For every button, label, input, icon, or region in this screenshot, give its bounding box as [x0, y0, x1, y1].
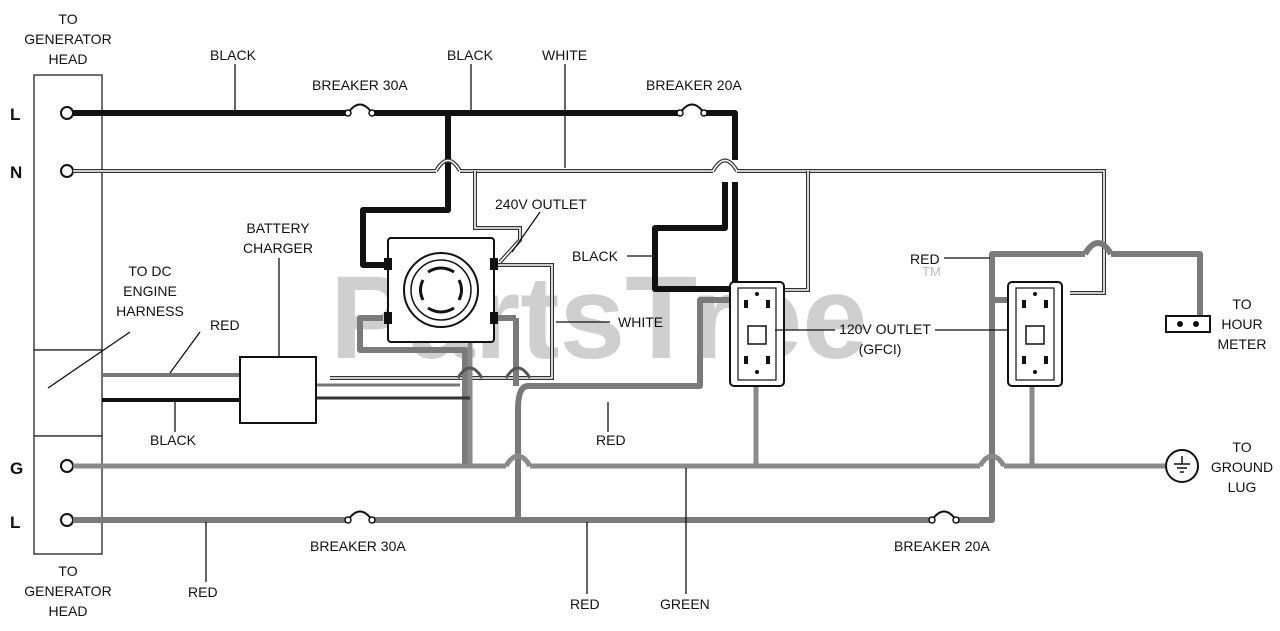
svg-text:GENERATOR: GENERATOR — [24, 583, 111, 599]
svg-text:HEAD: HEAD — [49, 603, 88, 619]
terminal-l-bottom-label: L — [10, 513, 20, 532]
label-wire-red-bottom-left: RED — [188, 584, 218, 600]
label-to-generator-head-bottom: TO GENERATOR HEAD — [24, 563, 111, 619]
dc-harness-wiring — [102, 373, 470, 402]
leader-lines — [169, 64, 1008, 594]
label-wire-red-mid: RED — [596, 432, 626, 448]
gfci-outlet-left-icon — [729, 281, 785, 387]
svg-text:(GFCI): (GFCI) — [859, 341, 902, 357]
generator-head-block-top — [33, 74, 103, 351]
generator-head-block-bottom — [33, 435, 103, 555]
label-to-dc-engine-harness: TO DC ENGINE HARNESS — [116, 263, 184, 319]
breaker-30a-top-icon — [344, 103, 376, 117]
watermark-tm: TM — [922, 264, 941, 279]
label-breaker-20a-bottom: BREAKER 20A — [894, 538, 990, 554]
label-breaker-30a-bottom: BREAKER 30A — [310, 538, 406, 554]
label-to-ground-lug: TO GROUND LUG — [1211, 439, 1273, 495]
svg-text:HARNESS: HARNESS — [116, 303, 184, 319]
svg-text:TO: TO — [58, 11, 77, 27]
terminal-l-top-icon — [60, 106, 74, 120]
svg-text:CHARGER: CHARGER — [243, 240, 313, 256]
breaker-30a-bottom-icon — [344, 510, 376, 524]
terminal-g-label: G — [10, 459, 23, 478]
svg-text:HOUR: HOUR — [1221, 316, 1262, 332]
terminal-g-icon — [60, 459, 74, 473]
svg-text:ENGINE: ENGINE — [123, 283, 177, 299]
svg-text:METER: METER — [1218, 336, 1267, 352]
svg-text:TO: TO — [58, 563, 77, 579]
label-wire-red-right: RED — [910, 251, 940, 267]
hour-meter-connector-icon — [1165, 315, 1211, 333]
label-breaker-20a-top: BREAKER 20A — [646, 77, 742, 93]
svg-text:120V OUTLET: 120V OUTLET — [839, 321, 931, 337]
label-to-generator-head-top: TO GENERATOR HEAD — [24, 11, 111, 67]
label-wire-black-mid: BLACK — [572, 248, 619, 264]
ground-lug-icon — [1165, 449, 1199, 483]
ground-green-wiring — [73, 338, 1165, 469]
label-breaker-30a-top: BREAKER 30A — [312, 77, 408, 93]
svg-text:BATTERY: BATTERY — [246, 220, 310, 236]
svg-text:TO DC: TO DC — [128, 263, 171, 279]
label-wire-black-top-left: BLACK — [210, 47, 257, 63]
label-wire-red-bottom-mid: RED — [570, 596, 600, 612]
svg-text:TO: TO — [1232, 439, 1251, 455]
l1-black-wiring — [73, 110, 738, 303]
svg-text:GENERATOR: GENERATOR — [24, 31, 111, 47]
label-wire-white-mid: WHITE — [618, 314, 663, 330]
svg-text:LUG: LUG — [1228, 479, 1257, 495]
label-wire-green-bottom: GREEN — [660, 596, 710, 612]
breaker-20a-top-icon — [676, 103, 708, 117]
svg-text:HEAD: HEAD — [49, 51, 88, 67]
battery-charger-box — [239, 258, 317, 424]
terminal-l-bottom-icon — [60, 513, 74, 527]
svg-text:TO: TO — [1232, 296, 1251, 312]
dc-harness-block — [33, 331, 131, 437]
neutral-white-wiring — [73, 158, 1106, 380]
label-to-hour-meter: TO HOUR METER — [1218, 296, 1267, 352]
breaker-20a-bottom-icon — [928, 510, 960, 524]
gfci-outlet-right-icon — [1007, 281, 1063, 387]
label-wire-black-top-mid: BLACK — [447, 47, 494, 63]
label-120v-outlet-gfci: 120V OUTLET (GFCI) — [839, 321, 931, 357]
l2-red-wiring — [73, 240, 1203, 523]
label-wire-red-harness: RED — [210, 317, 240, 333]
crossovers-middle — [456, 366, 532, 379]
terminal-l-top-label: L — [10, 105, 20, 124]
label-wire-white-top: WHITE — [542, 47, 587, 63]
terminal-n-label: N — [10, 163, 22, 182]
terminal-n-icon — [60, 164, 74, 178]
svg-text:GROUND: GROUND — [1211, 459, 1273, 475]
label-battery-charger: BATTERY CHARGER — [243, 220, 313, 256]
label-240v-outlet: 240V OUTLET — [495, 196, 587, 212]
outlet-240v-icon — [384, 237, 498, 343]
label-wire-black-harness: BLACK — [150, 432, 197, 448]
